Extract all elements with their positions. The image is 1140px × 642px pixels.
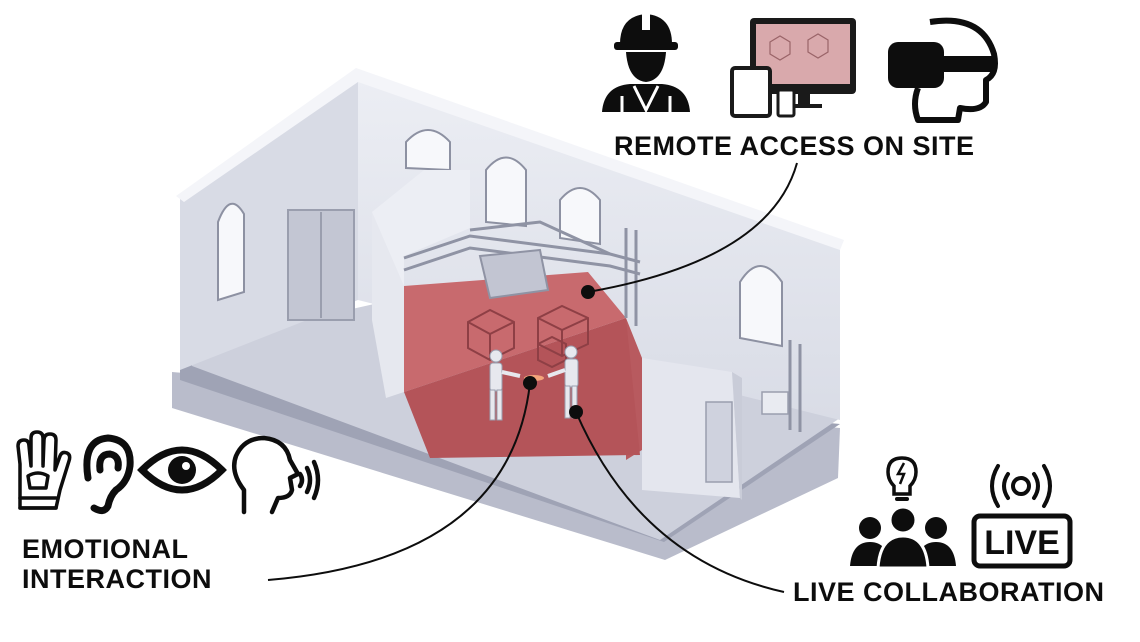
glove-hand-icon <box>16 430 72 510</box>
idea-team-icon <box>850 456 956 570</box>
utility-pipes <box>788 340 802 432</box>
label-live-collaboration: LIVE COLLABORATION <box>793 577 1105 607</box>
window-left <box>217 202 245 302</box>
label-remote-access: REMOTE ACCESS ON SITE <box>614 131 975 161</box>
speaking-head-icon <box>232 435 321 515</box>
construction-worker-icon <box>602 14 690 114</box>
label-emotional-interaction: EMOTIONAL INTERACTION <box>22 534 212 594</box>
leader-emotional <box>267 382 531 581</box>
label-emotional-line-2: INTERACTION <box>22 564 212 595</box>
live-broadcast-icon: LIVE <box>971 464 1073 569</box>
ear-icon <box>83 434 134 515</box>
vr-headset-icon <box>888 17 998 123</box>
label-emotional-line-1: EMOTIONAL <box>22 534 189 564</box>
figure-right <box>547 345 579 419</box>
immersive-studio <box>404 272 642 460</box>
partition-right-side <box>732 372 742 500</box>
leader-lines <box>267 162 798 593</box>
multi-device-icon <box>730 18 856 118</box>
cube-graphics <box>467 304 589 369</box>
utility-unit <box>761 391 789 415</box>
marker-emotional <box>523 376 537 390</box>
figure-left <box>489 349 521 421</box>
window-back-2 <box>485 156 527 228</box>
partition-front <box>372 170 470 286</box>
live-badge-text: LIVE <box>984 524 1060 562</box>
display-panel <box>478 248 550 300</box>
marker-live <box>569 405 583 419</box>
door-right <box>705 401 733 483</box>
building-model <box>172 68 844 560</box>
window-back-4 <box>739 265 783 348</box>
leader-remote <box>587 162 798 293</box>
leader-live <box>575 411 785 593</box>
window-back-3 <box>559 187 601 246</box>
window-back-1 <box>405 129 451 172</box>
marker-remote <box>581 285 595 299</box>
eye-icon <box>137 446 227 494</box>
